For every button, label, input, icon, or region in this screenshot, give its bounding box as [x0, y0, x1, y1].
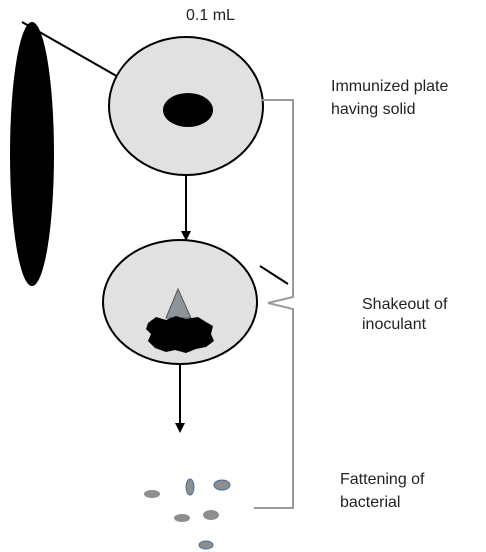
shakeout-tick	[260, 266, 288, 284]
bacteria-group	[144, 479, 230, 549]
pipette	[10, 22, 54, 286]
bacterium	[214, 480, 230, 490]
shakeout-label-line2: inoculant	[362, 315, 426, 334]
bacterium	[186, 479, 194, 495]
solid-inoculum-spot	[163, 93, 213, 127]
fattening-label-line2: bacterial	[340, 493, 400, 512]
plate-label-line1: Immunized plate	[331, 77, 448, 96]
gray-bracket	[254, 100, 293, 508]
bacterium	[144, 490, 160, 498]
plate-label-line2: having solid	[331, 100, 416, 119]
bacterium	[199, 541, 213, 549]
volume-label: 0.1 mL	[186, 6, 235, 25]
shakeout-label-line1: Shakeout of	[362, 295, 447, 314]
fattening-label-line1: Fattening of	[340, 470, 425, 489]
bacterium	[203, 510, 219, 520]
bacterium	[174, 514, 190, 522]
